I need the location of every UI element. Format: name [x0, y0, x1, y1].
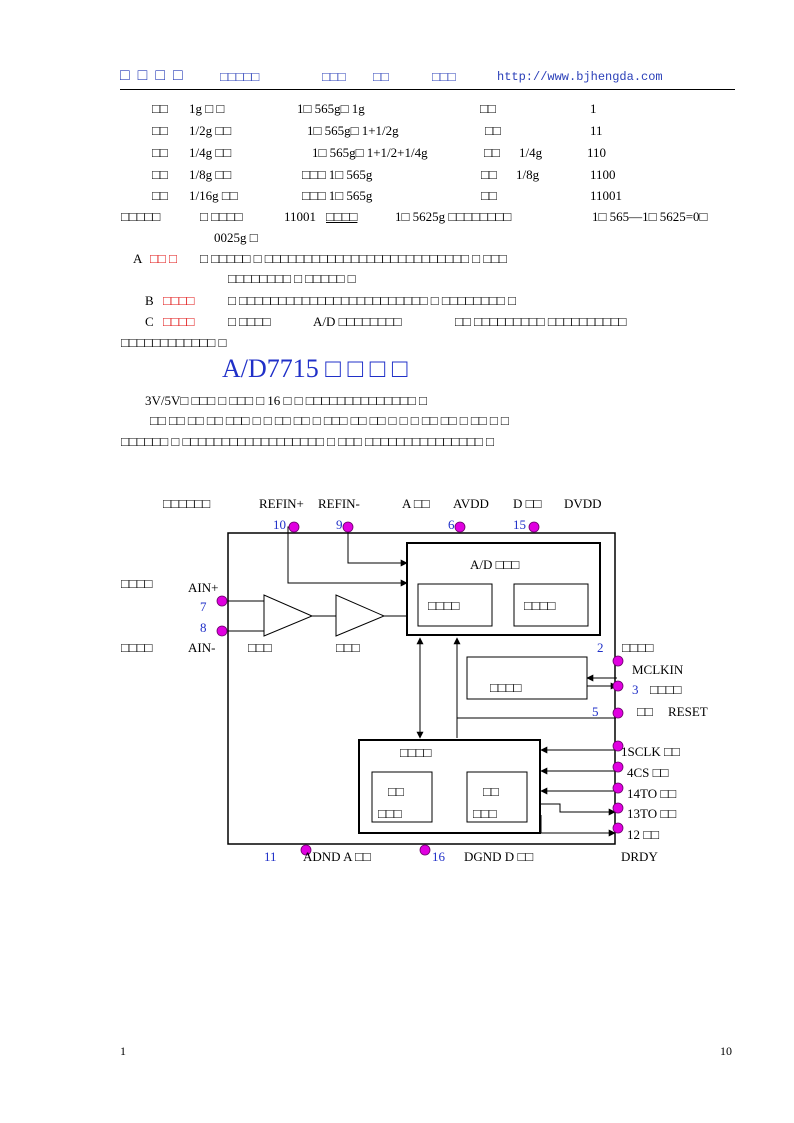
clock-block-label: □□□□ — [490, 680, 522, 695]
ref-label: □□□□□□ — [163, 496, 210, 511]
amp-2-label: □□□ — [336, 640, 360, 655]
ad-sub-1-label: □□□□ — [428, 598, 460, 613]
pin-15-label: 15 — [513, 517, 526, 532]
dvdd-d-label: D □□ — [513, 496, 541, 511]
interface-sub-block-1 — [371, 771, 433, 823]
pin-3-label: 3 — [632, 682, 639, 697]
buffer-amp-2 — [335, 594, 386, 637]
interface-sub-1b: □□□ — [378, 806, 402, 821]
pin-5-dot — [612, 707, 624, 719]
header-text-4: □□□ — [432, 69, 456, 84]
cs-label: 4CS □□ — [627, 765, 669, 780]
pin-15-dot — [528, 521, 540, 533]
ad-converter-block — [406, 542, 601, 636]
pin-8-dot — [216, 625, 228, 637]
ad-sub-block-1 — [417, 583, 493, 627]
pin-5-label: 5 — [592, 704, 599, 719]
mclkin-label: MCLKIN — [632, 662, 684, 677]
dgnd-label: DGND D □□ — [464, 849, 533, 864]
header-rule — [120, 89, 735, 90]
footer-left-page: 1 — [120, 1044, 126, 1058]
dvdd-label: DVDD — [564, 496, 602, 511]
ad-title: A/D □□□ — [470, 557, 519, 572]
avdd-a-label: A □□ — [402, 496, 430, 511]
refin-minus-label: REFIN- — [318, 496, 360, 511]
pin-12-desc: 12 □□ — [627, 827, 659, 842]
interface-sub-block-2 — [466, 771, 528, 823]
section-para-2: □□ □□ □□ □□ □□□ □ □ □□ □□ □ □□□ □□ □□ □ … — [150, 413, 509, 428]
pin-6-label: 6 — [448, 517, 455, 532]
pin-13-desc: 13TO □□ — [627, 806, 676, 821]
pin-14-desc: 14TO □□ — [627, 786, 676, 801]
amp-1-label: □□□ — [248, 640, 272, 655]
pin-11-label: 11 — [264, 849, 277, 864]
ain-minus-label: AIN- — [188, 640, 215, 655]
header-text-1: □□□□□ — [220, 69, 260, 84]
section-para-3: □□□□□□ □ □□□□□□□□□□□□□□□□□□ □ □□□ □□□□□□… — [121, 434, 494, 449]
pin-16-dot — [419, 844, 431, 856]
pin-10-dot — [288, 521, 300, 533]
pin-13-dot — [612, 802, 624, 814]
pin-4-dot — [612, 761, 624, 773]
chip-outline — [227, 532, 616, 845]
adnd-label: ADND A □□ — [303, 849, 371, 864]
pin-2-dot — [612, 655, 624, 667]
ain-minus-desc: □□□□ — [121, 640, 153, 655]
footer-right-page: 10 — [720, 1044, 732, 1058]
pin-7-dot — [216, 595, 228, 607]
pin-1-dot — [612, 740, 624, 752]
drdy-label: DRDY — [621, 849, 658, 864]
pin-5-desc: □□ — [637, 704, 653, 719]
interface-sub-2a: □□ — [483, 784, 499, 799]
pin-7-label: 7 — [200, 599, 207, 614]
pin-9-dot — [342, 521, 354, 533]
ad-sub-block-2 — [513, 583, 589, 627]
pin-8-label: 8 — [200, 620, 207, 635]
refin-plus-label: REFIN+ — [259, 496, 304, 511]
pin-10-label: 10 — [273, 517, 286, 532]
header-text-2: □□□ — [322, 69, 346, 84]
ain-plus-desc: □□□□ — [121, 576, 153, 591]
pin-6-dot — [454, 521, 466, 533]
pin-16-label: 16 — [432, 849, 446, 864]
pin-14-dot — [612, 782, 624, 794]
interface-sub-2b: □□□ — [473, 806, 497, 821]
reset-label: RESET — [668, 704, 708, 719]
pin-2-desc: □□□□ — [622, 640, 654, 655]
header-url[interactable]: http://www.bjhengda.com — [497, 70, 663, 84]
pin-12-dot — [612, 822, 624, 834]
interface-sub-1a: □□ — [388, 784, 404, 799]
pin-11-dot — [300, 844, 312, 856]
ad-sub-2-label: □□□□ — [524, 598, 556, 613]
pin-9-label: 9 — [336, 517, 343, 532]
pin-3-desc: □□□□ — [650, 682, 682, 697]
section-title: A/D7715 □ □ □ □ — [222, 354, 408, 383]
pin-3-dot — [612, 680, 624, 692]
header-brand: □ □ □ □ — [120, 67, 185, 84]
clock-block — [466, 656, 588, 700]
interface-block — [358, 739, 541, 834]
header-text-3: □□ — [373, 69, 389, 84]
section-para-1: 3V/5V□ □□□ □ □□□ □ 16 □ □ □□□□□□□□□□□□□□… — [145, 393, 427, 408]
sclk-label: 1SCLK □□ — [621, 744, 680, 759]
ain-plus-label: AIN+ — [188, 580, 218, 595]
pin-2-label: 2 — [597, 640, 604, 655]
interface-title: □□□□ — [400, 745, 432, 760]
avdd-label: AVDD — [453, 496, 489, 511]
buffer-amp-1 — [263, 594, 314, 637]
